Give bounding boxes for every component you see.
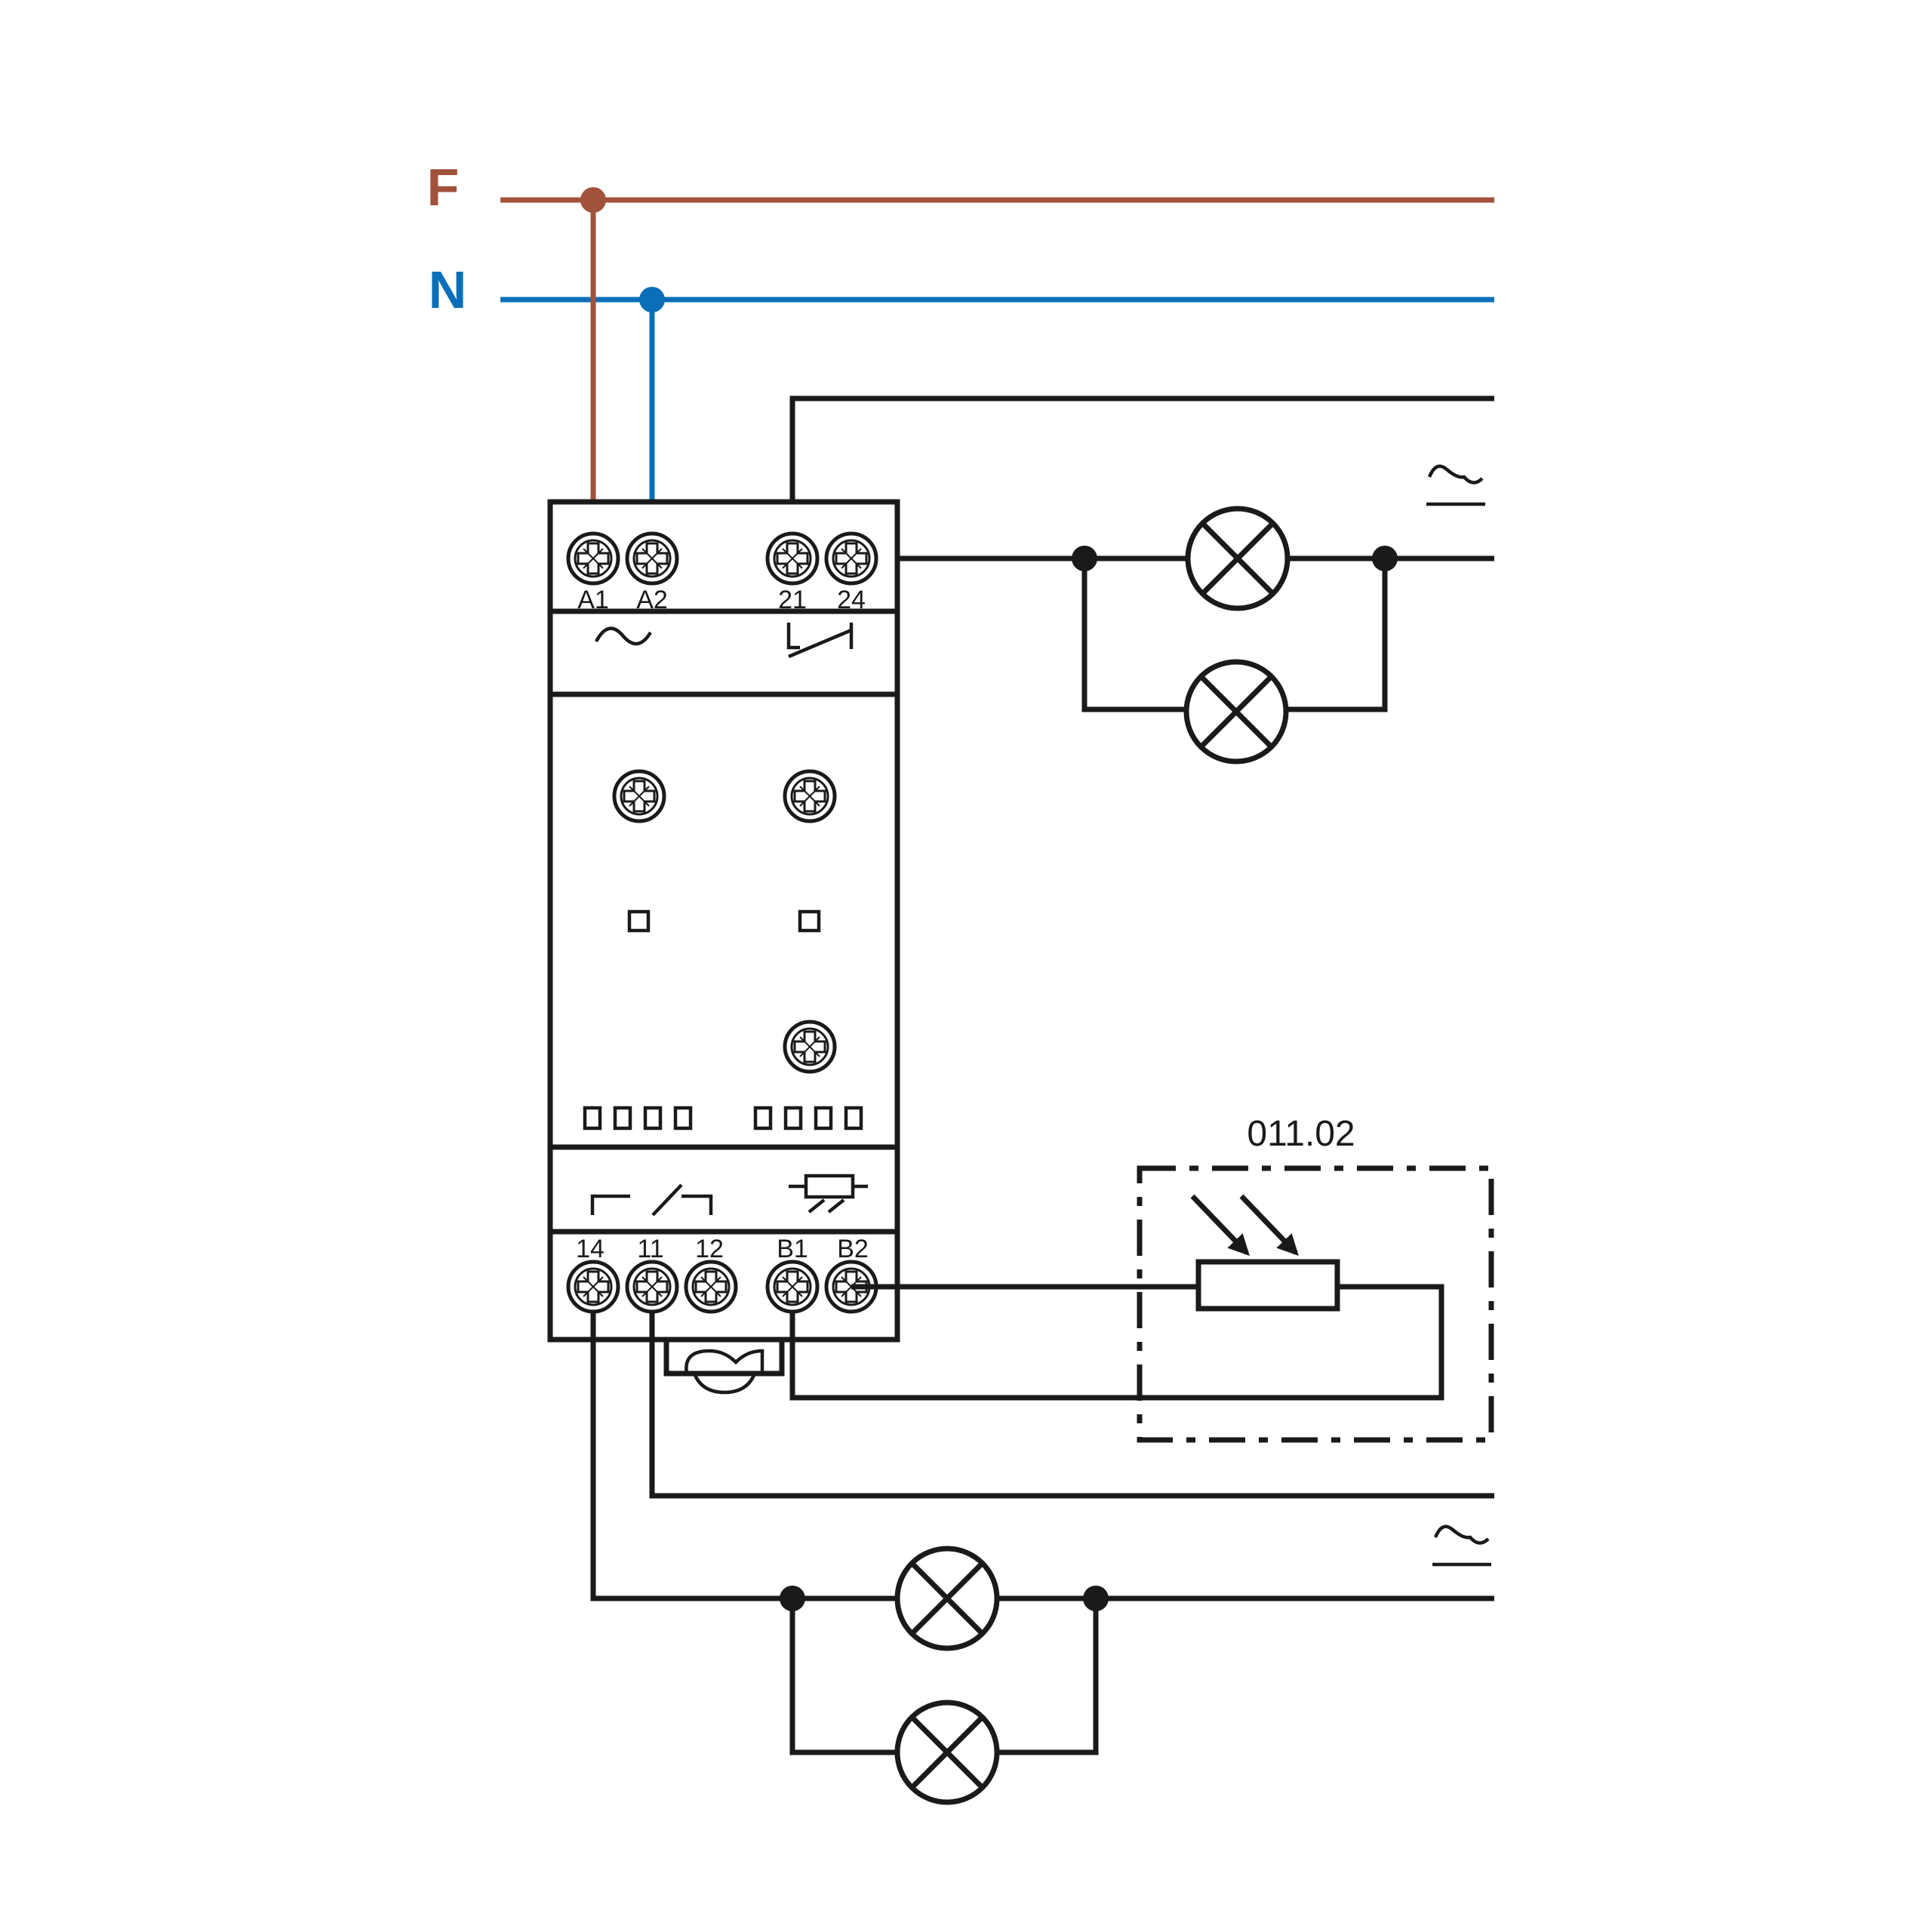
neutral-junction (639, 287, 665, 312)
lamp-icon-2 (1186, 662, 1286, 761)
terminal-screw-14[interactable] (568, 1262, 618, 1312)
changeover-contact-icon (590, 1183, 713, 1217)
adjust-knob-left[interactable] (614, 771, 664, 821)
light-arrow-icon (1190, 1194, 1250, 1257)
ac-sine-icon (595, 626, 652, 646)
terminal-label-11: 11 (637, 1235, 663, 1263)
indicator-led (798, 909, 821, 933)
junction-dot (780, 1586, 805, 1611)
terminal-label-21: 21 (778, 586, 807, 614)
ac-dc-source-icon (1432, 1524, 1491, 1567)
terminal-screw-a2[interactable] (627, 534, 677, 583)
lamp-icon-1 (1188, 509, 1287, 608)
wire-11-supply (649, 1313, 1494, 1499)
terminal-screw-11[interactable] (627, 1262, 677, 1312)
terminal-screw-12[interactable] (686, 1262, 736, 1312)
light-arrow-icon (1239, 1194, 1299, 1257)
terminal-screw-b1[interactable] (768, 1262, 817, 1312)
dip-switch-group-right[interactable] (753, 1106, 863, 1131)
terminal-screw-a1[interactable] (568, 534, 618, 583)
adjust-knob-right[interactable] (785, 771, 835, 821)
terminal-label-a2: A2 (636, 586, 668, 614)
lamp-icon-4 (897, 1703, 997, 1802)
ac-dc-source-icon (1426, 464, 1485, 506)
photoresistor-body (1195, 1259, 1340, 1312)
sensor-code-label: 011.02 (1247, 1114, 1355, 1154)
terminal-label-14: 14 (576, 1235, 605, 1263)
terminal-screw-21[interactable] (768, 534, 817, 583)
terminal-label-24: 24 (837, 586, 866, 614)
junction-dot (1072, 546, 1097, 571)
phase-junction (580, 187, 606, 213)
adjust-knob-bottom[interactable] (785, 1022, 835, 1072)
terminal-screw-24[interactable] (826, 534, 876, 583)
junction-dot (1372, 546, 1398, 571)
wire-14-lamps (590, 1313, 1494, 1601)
phase-line-label: F (427, 158, 460, 217)
photoresistor-icon (789, 1174, 868, 1214)
relay-device (547, 499, 900, 1395)
lamp-icon-3 (897, 1549, 997, 1648)
indicator-led (627, 909, 651, 933)
terminal-label-b1: B1 (777, 1235, 808, 1263)
terminal-label-12: 12 (695, 1235, 724, 1263)
neutral-line-label: N (429, 260, 467, 319)
terminal-label-b2: B2 (837, 1235, 869, 1263)
junction-dot (1083, 1586, 1109, 1611)
sensor-enclosure (1137, 1165, 1494, 1443)
relay-contact-icon (786, 623, 854, 659)
wire-sensor-return (789, 1284, 1444, 1401)
terminal-label-a1: A1 (577, 586, 609, 614)
dip-switch-group-left[interactable] (583, 1106, 693, 1131)
